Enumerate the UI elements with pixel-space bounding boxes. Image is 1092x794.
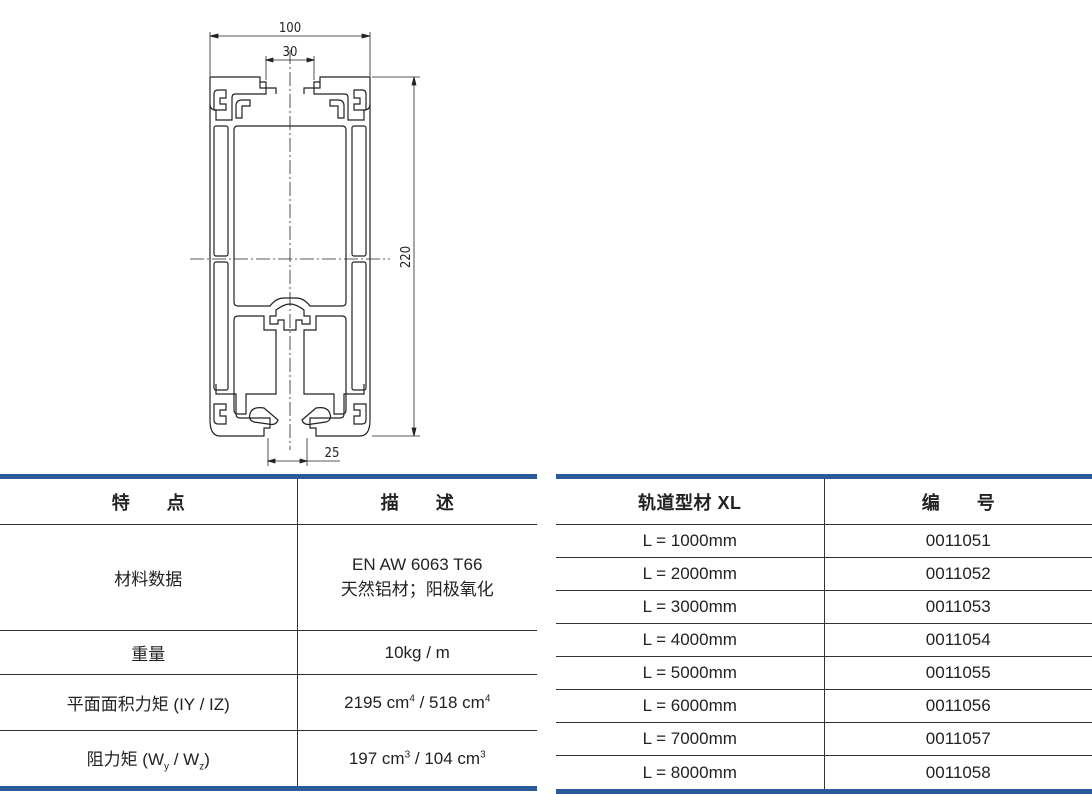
area-moment-iy: 2195 cm [344, 692, 410, 712]
length-header-row: 轨道型材 XL 编 号 [556, 474, 1092, 525]
profile-drawing: 100 30 220 25 [190, 21, 420, 466]
header-description: 描 述 [296, 474, 537, 525]
length-cell: L = 5000mm [556, 656, 825, 690]
area-moment-iz-exp: 4 [484, 692, 491, 704]
resist-wz: / 104 cm [410, 748, 481, 768]
feature-weight: 重量 [0, 630, 298, 675]
header-rail-profile: 轨道型材 XL [556, 474, 825, 525]
profile-outline [209, 76, 267, 121]
code-cell: 0011054 [823, 623, 1092, 657]
desc-material-line2: 天然铝材；阳极氧化 [340, 580, 494, 599]
length-cell: L = 8000mm [556, 755, 825, 794]
dim-bottom: 25 [325, 446, 340, 461]
area-moment-iz: / 518 cm [414, 692, 485, 712]
header-code: 编 号 [823, 474, 1092, 525]
code-cell: 0011053 [823, 590, 1092, 624]
code-cell: 0011058 [823, 755, 1092, 794]
resist-label-c: ) [204, 749, 210, 769]
dim-slot: 30 [283, 45, 298, 60]
code-cell: 0011057 [823, 722, 1092, 756]
length-cell: L = 4000mm [556, 623, 825, 657]
desc-material-line1: EN AW 6063 T66 [352, 555, 483, 574]
length-cell: L = 7000mm [556, 722, 825, 756]
resist-label-a: 阻力矩 (W [86, 749, 165, 769]
desc-weight: 10kg / m [296, 630, 537, 675]
length-cell: L = 2000mm [556, 557, 825, 591]
dim-height: 220 [399, 246, 414, 268]
feature-material: 材料数据 [0, 524, 298, 631]
header-feature: 特 点 [0, 474, 298, 525]
table-row: 重量 10kg / m [0, 630, 537, 675]
spec-header-row: 特 点 描 述 [0, 474, 537, 525]
length-cell: L = 3000mm [556, 590, 825, 624]
code-cell: 0011051 [823, 524, 1092, 558]
area-moment-iy-exp: 4 [409, 692, 415, 704]
resist-wz-exp: 3 [480, 748, 486, 760]
dim-width: 100 [279, 21, 301, 36]
resist-sub-z: z [199, 761, 205, 773]
desc-area-moment: 2195 cm4 / 518 cm4 [296, 674, 537, 731]
table-row: 材料数据 EN AW 6063 T66 天然铝材；阳极氧化 [0, 524, 537, 631]
length-cell: L = 6000mm [556, 689, 825, 723]
feature-resist-moment: 阻力矩 (Wy / Wz) [0, 730, 298, 791]
resist-wy: 197 cm [348, 748, 405, 768]
desc-material: EN AW 6063 T66 天然铝材；阳极氧化 [296, 524, 537, 631]
code-cell: 0011056 [823, 689, 1092, 723]
desc-resist-moment: 197 cm3 / 104 cm3 [296, 730, 537, 791]
code-cell: 0011055 [823, 656, 1092, 690]
resist-sub-y: y [164, 761, 170, 773]
table-row: 阻力矩 (Wy / Wz) 197 cm3 / 104 cm3 [0, 730, 537, 791]
resist-wy-exp: 3 [404, 748, 411, 760]
table-row: 平面面积力矩 (IY / IZ) 2195 cm4 / 518 cm4 [0, 674, 537, 731]
feature-area-moment: 平面面积力矩 (IY / IZ) [0, 674, 298, 731]
length-cell: L = 1000mm [556, 524, 825, 558]
code-cell: 0011052 [823, 557, 1092, 591]
spec-table: 特 点 描 述 材料数据 EN AW 6063 T66 天然铝材；阳极氧化 重量… [0, 474, 537, 791]
resist-label-b: / W [169, 749, 200, 769]
